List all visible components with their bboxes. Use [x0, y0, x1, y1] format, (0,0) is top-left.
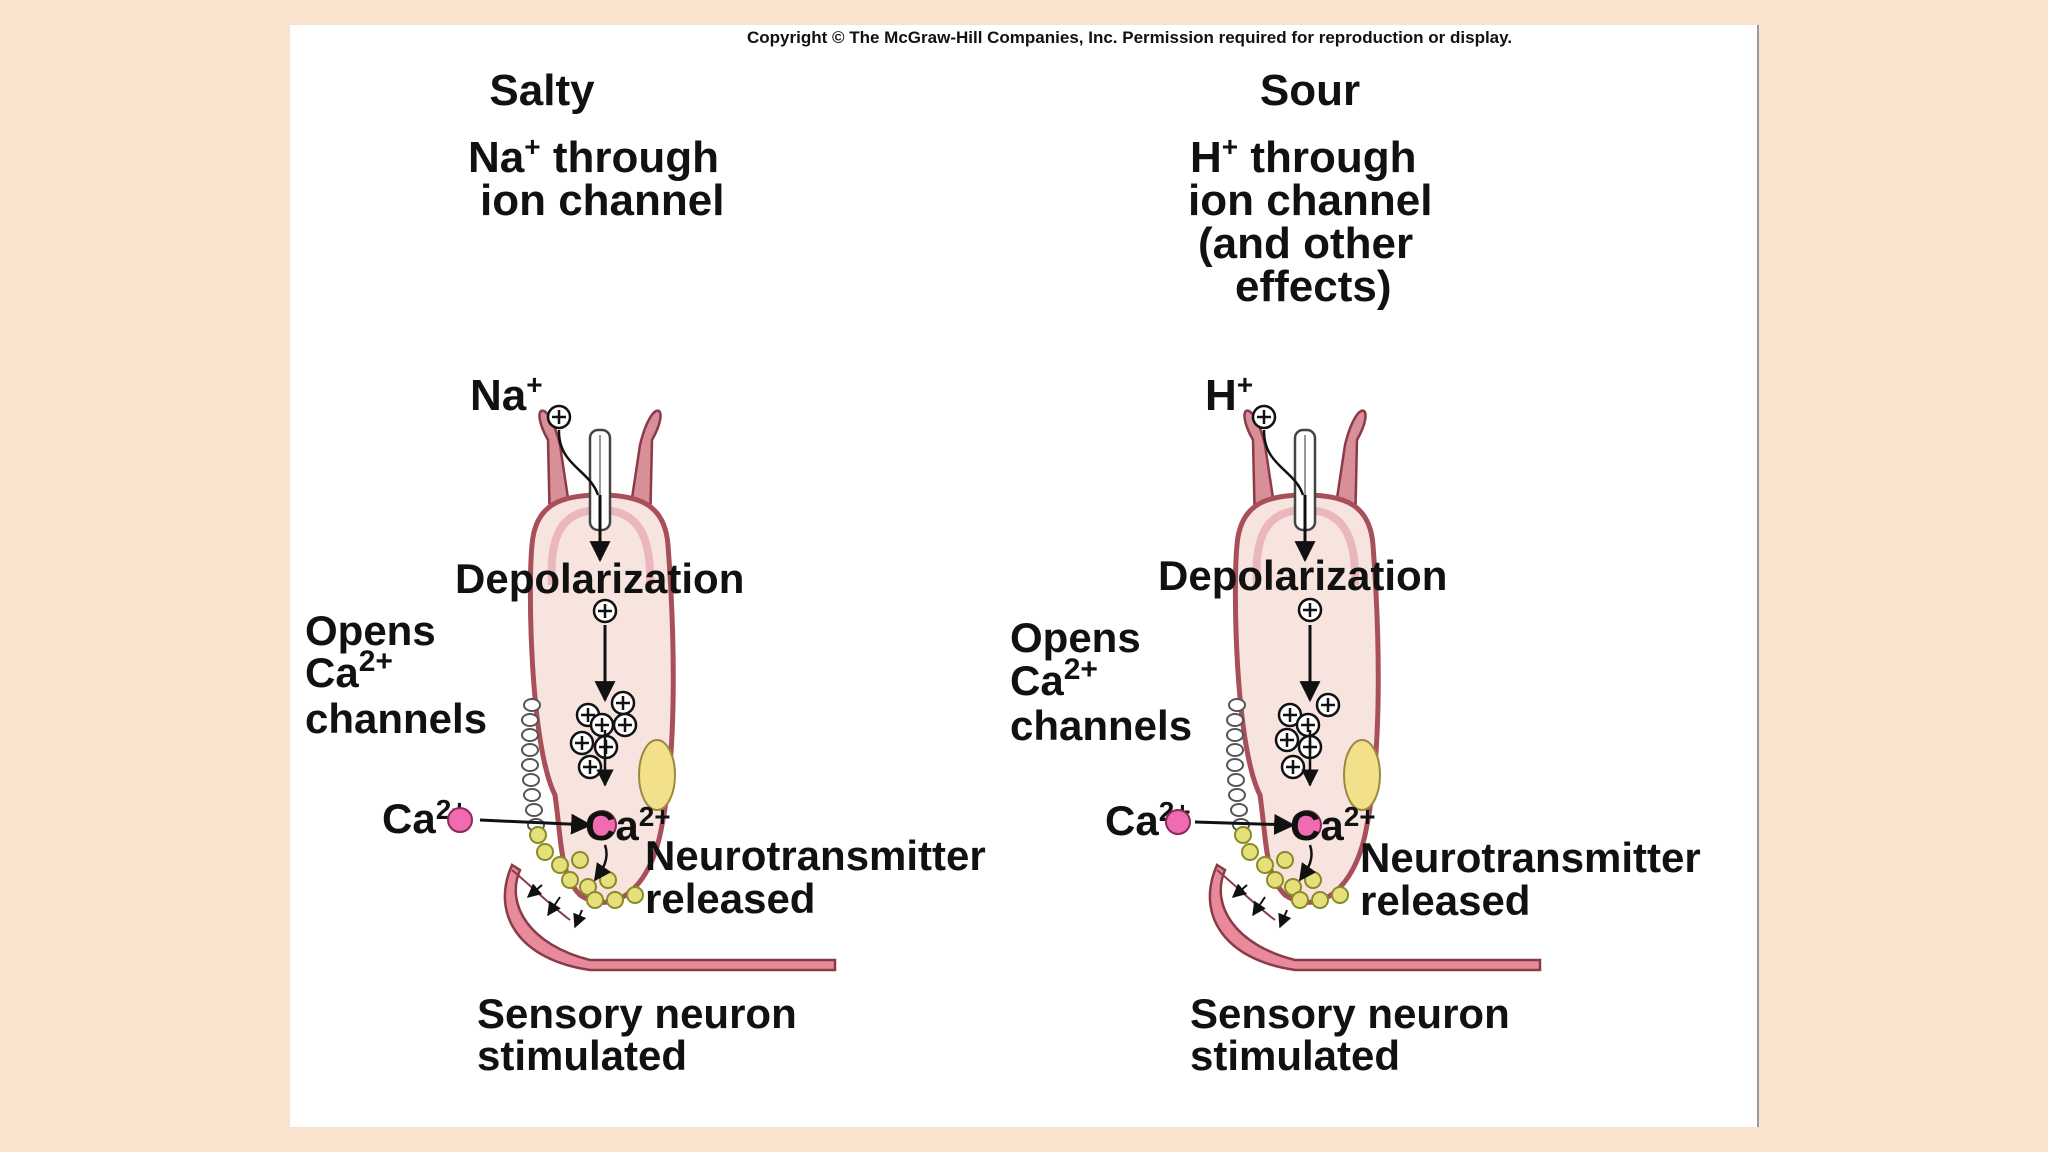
salty-calcium-influx-arrow — [479, 813, 593, 835]
salty-opens-line3: channels — [305, 695, 487, 742]
sour-release-arrow — [1298, 844, 1317, 882]
salty-opens-line2: Ca2+ — [305, 645, 393, 696]
sour-ion-path — [1262, 429, 1305, 496]
salty-desc-ion: Na — [468, 133, 525, 182]
salty-opens-line1: Opens — [305, 607, 436, 654]
salty-depolarization: Depolarization — [455, 555, 744, 602]
salty-ion-charge: + — [526, 369, 542, 400]
salty-desc-rest: through — [541, 133, 719, 182]
salty-opens-charge: 2+ — [359, 645, 393, 678]
sour-desc-charge: + — [1222, 131, 1238, 162]
salty-nt-line2: released — [645, 875, 815, 922]
salty-calcium-ion-inside — [587, 810, 617, 840]
salty-ca-in-symbol: Ca — [585, 802, 639, 849]
sour-opens-line1: Opens — [1010, 614, 1141, 661]
sour-ion-charge: + — [1237, 369, 1253, 400]
sour-depolarization: Depolarization — [1158, 552, 1447, 599]
salty-ion-path — [557, 429, 600, 496]
sour-opens-line2: Ca2+ — [1010, 653, 1098, 704]
salty-desc-line1: Na+ through — [468, 131, 719, 182]
sour-calcium-inside: Ca2+ — [1290, 801, 1376, 849]
salty-ca-out-symbol: Ca — [382, 795, 436, 842]
sour-calcium-ion-outside — [1165, 809, 1191, 835]
sour-calcium-influx-arrow — [1194, 813, 1296, 835]
sour-desc-line3: (and other — [1198, 219, 1413, 268]
salty-calcium-inside: Ca2+ — [585, 801, 671, 849]
sour-desc-line4: effects) — [1235, 262, 1392, 311]
salty-desc-line2: ion channel — [480, 176, 724, 225]
sour-nt-line2: released — [1360, 877, 1530, 924]
sour-sensory-line1: Sensory neuron — [1190, 990, 1510, 1037]
sour-ca-out-symbol: Ca — [1105, 797, 1159, 844]
sour-desc-line2: ion channel — [1188, 176, 1432, 225]
sour-title: Sour — [1260, 66, 1360, 115]
sour-calcium-ion-inside — [1292, 810, 1322, 840]
salty-depol-plus — [592, 598, 618, 624]
salty-ca-in-charge: 2+ — [639, 801, 671, 832]
taste-transduction-diagram: Copyright © The McGraw-Hill Companies, I… — [305, 28, 1701, 1079]
salty-desc-charge: + — [524, 131, 540, 162]
sour-opens-charge: 2+ — [1064, 653, 1098, 686]
sour-ca-in-charge: 2+ — [1344, 801, 1376, 832]
sour-desc-line1: H+ through — [1190, 131, 1417, 182]
sour-ca-in-symbol: Ca — [1290, 802, 1344, 849]
salty-calcium-ion-outside — [447, 807, 473, 833]
sour-opens-line3: channels — [1010, 702, 1192, 749]
salty-ion-plus — [546, 404, 572, 430]
sour-desc-ion: H — [1190, 133, 1222, 182]
salty-opens-ion: Ca — [305, 649, 359, 696]
salty-title: Salty — [489, 66, 595, 115]
salty-ion-label: Na+ — [470, 369, 543, 420]
copyright-notice: Copyright © The McGraw-Hill Companies, I… — [747, 28, 1512, 47]
sour-panel: Sour H+ through ion channel (and other e… — [1010, 66, 1701, 1079]
salty-sensory-line1: Sensory neuron — [477, 990, 797, 1037]
salty-nt-line1: Neurotransmitter — [645, 832, 986, 879]
sour-opens-ion: Ca — [1010, 657, 1064, 704]
sour-ion-label: H+ — [1205, 369, 1253, 420]
salty-panel: Salty Na+ through ion channel Na+ Depola… — [305, 66, 986, 1079]
sour-sensory-line2: stimulated — [1190, 1032, 1400, 1079]
sour-ion-symbol: H — [1205, 371, 1237, 420]
salty-sensory-line2: stimulated — [477, 1032, 687, 1079]
sour-nt-line1: Neurotransmitter — [1360, 834, 1701, 881]
salty-release-arrow — [593, 844, 612, 882]
figure-panel: Copyright © The McGraw-Hill Companies, I… — [290, 25, 1757, 1127]
sour-depol-plus — [1297, 597, 1323, 623]
sour-ion-plus — [1251, 404, 1277, 430]
sour-desc-rest: through — [1238, 133, 1416, 182]
salty-ion-symbol: Na — [470, 371, 527, 420]
